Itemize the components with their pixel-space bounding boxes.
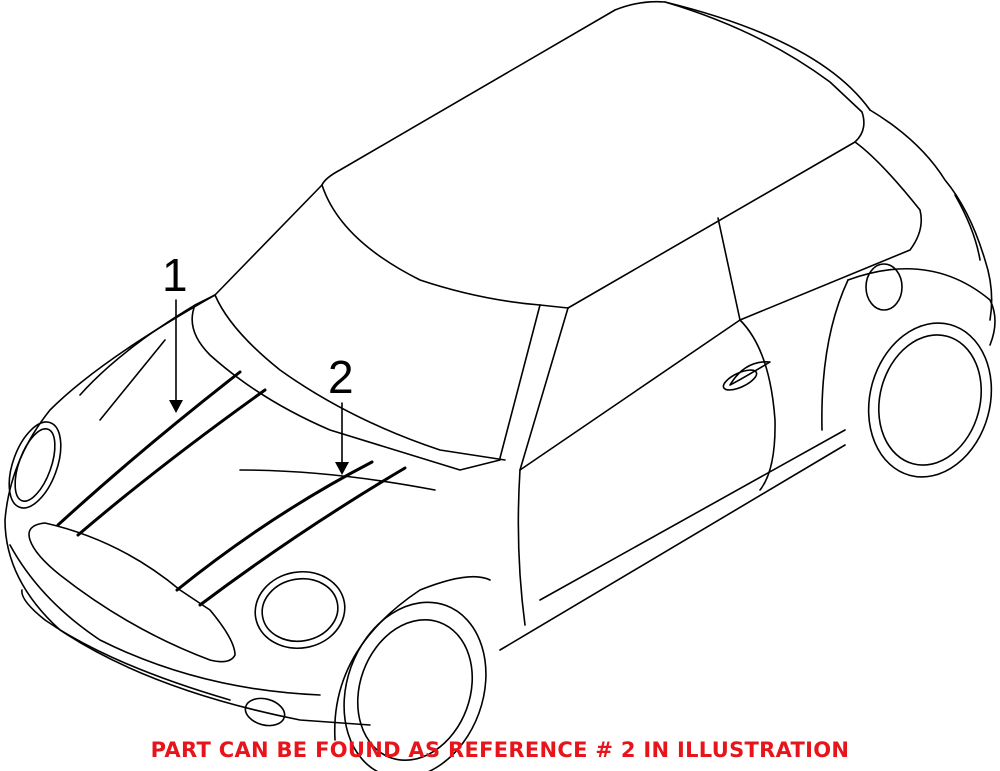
door bbox=[517, 319, 776, 626]
rear-wheel bbox=[499, 279, 993, 651]
reference-note: PART CAN BE FOUND AS REFERENCE # 2 IN IL… bbox=[150, 738, 850, 762]
front-headlight bbox=[254, 570, 346, 650]
hood-stripes bbox=[56, 370, 407, 607]
grille-bumper bbox=[9, 522, 321, 727]
roof bbox=[321, 0, 871, 309]
side-windows bbox=[519, 141, 923, 471]
windshield bbox=[191, 184, 569, 471]
callout-1-label: 1 bbox=[162, 249, 188, 301]
callout-arrows bbox=[169, 299, 349, 475]
rear bbox=[847, 109, 996, 346]
callout-2-label: 2 bbox=[328, 351, 354, 403]
front-wheel bbox=[239, 469, 491, 771]
front-body bbox=[4, 294, 371, 726]
